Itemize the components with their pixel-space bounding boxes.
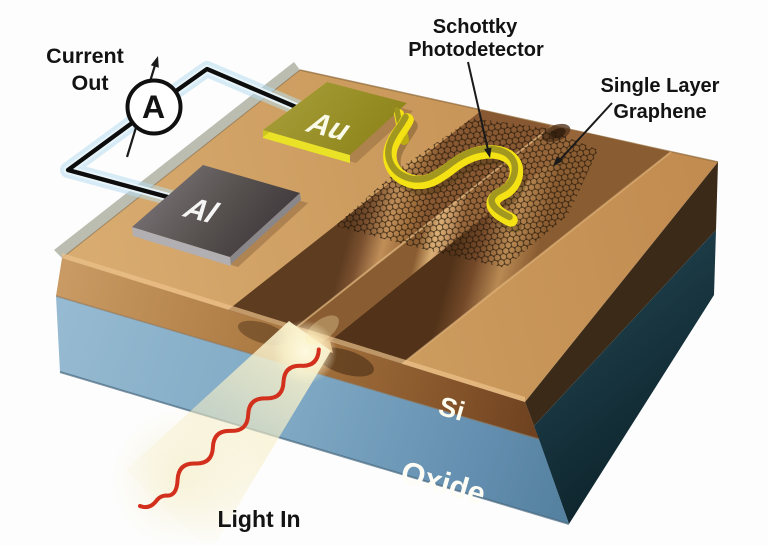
graphene-label-line2: Graphene	[613, 101, 706, 123]
gold-pad-bevel-front	[263, 130, 350, 163]
schottky-pointer-arrowhead-icon	[484, 147, 492, 158]
ammeter-arrowhead-icon	[150, 56, 159, 68]
oxide-front-face	[56, 296, 569, 524]
labels: Current Out Schottky Photodetector Singl…	[46, 16, 720, 532]
graphene-pointer-line	[556, 102, 613, 164]
wire-to-aluminum	[65, 120, 178, 202]
aluminum-pad-bevel-right	[230, 193, 301, 264]
graphene-label-line1: Single Layer	[601, 75, 720, 97]
current-out-label-line2: Out	[71, 71, 108, 95]
ridge-spill-glow	[305, 315, 339, 345]
side-face-brown-band	[525, 162, 718, 426]
wire-to-gold	[173, 66, 306, 113]
ammeter-dial	[125, 78, 183, 136]
light-wave	[138, 347, 321, 510]
aluminum-pad-bevel-front	[132, 227, 231, 266]
ammeter: A	[125, 56, 183, 158]
circuit-wires	[60, 61, 311, 207]
gold-pad: Au	[263, 82, 413, 163]
terrace-rim-highlight	[401, 151, 672, 365]
chip-back-edge	[299, 69, 719, 163]
side-face-teal	[534, 230, 716, 524]
oxide-bottom-edge	[59, 371, 570, 525]
aluminum-pad: Al	[132, 165, 308, 267]
light-beam	[112, 315, 339, 545]
graphene-pointer-arrowhead-icon	[553, 156, 563, 166]
graphene-sheet	[335, 118, 598, 268]
aluminum-pad-top	[132, 165, 300, 257]
chip-back-bevel	[54, 62, 300, 258]
schottky-pointer-line	[467, 61, 489, 151]
schottky-label-line1: Schottky	[433, 16, 518, 38]
current-out-label-line1: Current	[46, 44, 124, 68]
schottky-label-line2: Photodetector	[408, 39, 544, 61]
gold-pad-top	[263, 82, 407, 155]
light-in-label: Light In	[217, 506, 300, 532]
chip-left-edge	[61, 69, 301, 259]
ammeter-letter: A	[142, 89, 165, 125]
